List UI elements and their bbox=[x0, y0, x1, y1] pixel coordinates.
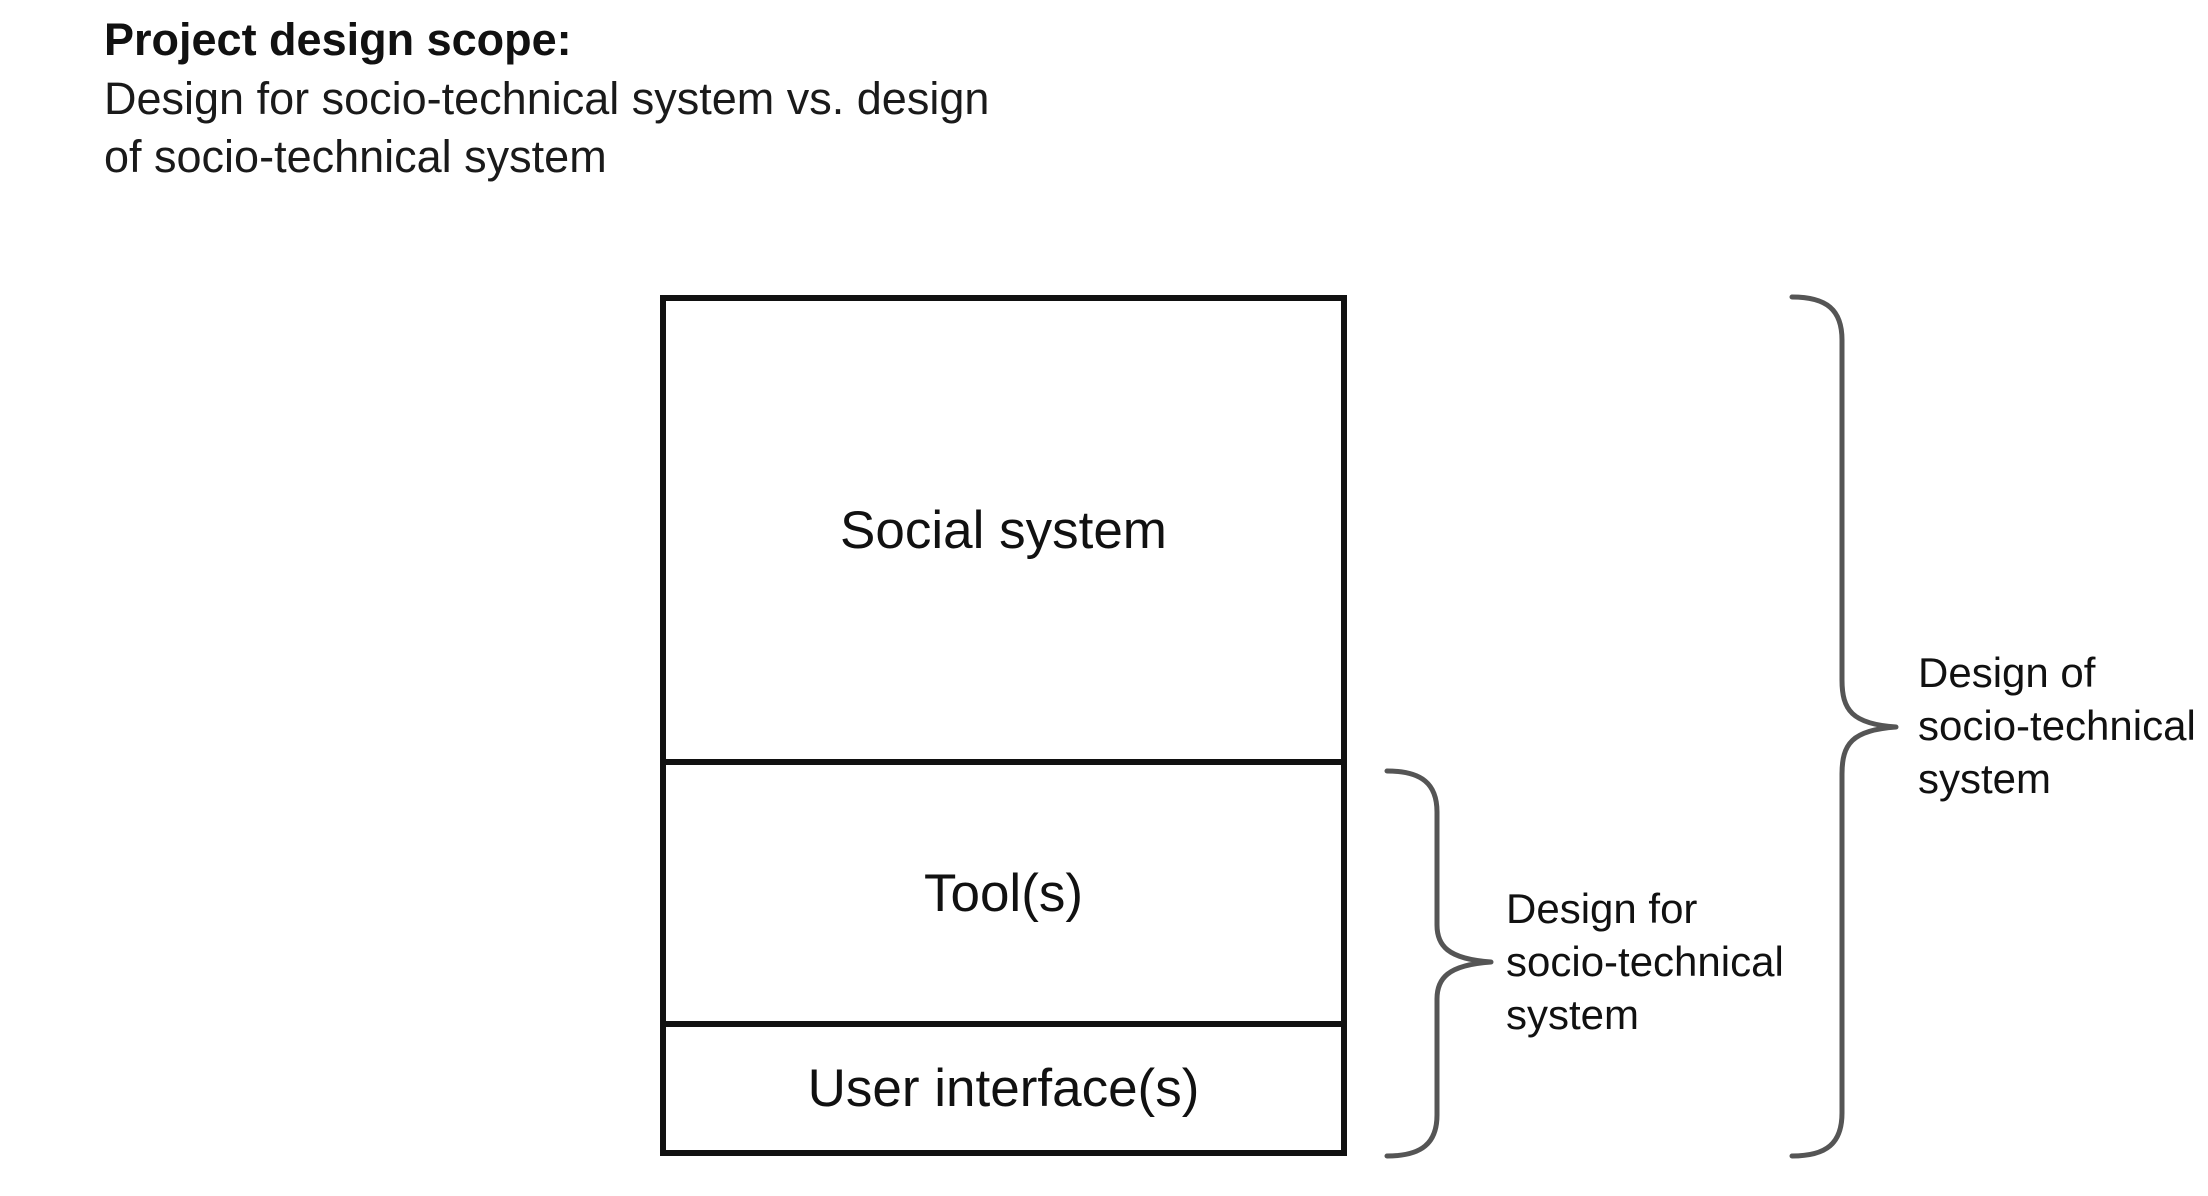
design-for-label: Design for socio-technical system bbox=[1506, 882, 1806, 1041]
design-of-brace bbox=[1789, 294, 1899, 1159]
layer-tools: Tool(s) bbox=[666, 765, 1341, 1027]
page-subtitle-line-2: of socio-technical system bbox=[104, 131, 607, 182]
layer-user-interfaces: User interface(s) bbox=[666, 1027, 1341, 1150]
design-for-label-line-3: system bbox=[1506, 991, 1640, 1038]
system-stack: Social system Tool(s) User interface(s) bbox=[660, 295, 1347, 1156]
design-of-label-line-2: socio-technical bbox=[1918, 702, 2196, 749]
page-title: Project design scope: bbox=[104, 14, 572, 65]
layer-user-interfaces-label: User interface(s) bbox=[807, 1059, 1200, 1118]
design-for-label-line-2: socio-technical bbox=[1506, 938, 1784, 985]
layer-social-system: Social system bbox=[666, 301, 1341, 765]
layer-social-system-label: Social system bbox=[840, 500, 1167, 560]
layer-tools-label: Tool(s) bbox=[923, 863, 1084, 923]
page-heading: Project design scope: Design for socio-t… bbox=[104, 10, 1204, 186]
design-of-label-line-1: Design of bbox=[1918, 649, 2096, 696]
design-for-brace bbox=[1384, 768, 1494, 1159]
design-for-label-line-1: Design for bbox=[1506, 885, 1698, 932]
page-subtitle-line-1: Design for socio-technical system vs. de… bbox=[104, 73, 990, 124]
design-of-label: Design of socio-technical system bbox=[1918, 646, 2208, 805]
design-of-label-line-3: system bbox=[1918, 755, 2052, 802]
